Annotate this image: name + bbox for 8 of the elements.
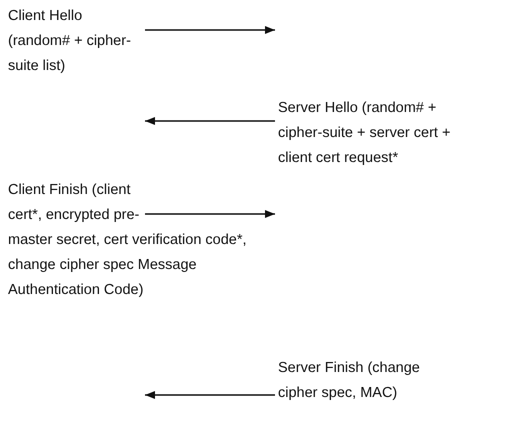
message-text: Server Hello (random# + cipher-suite + server cert + client cert request* — [278, 99, 452, 168]
message-text: Client Finish (client cert*, encrypted pre-master secret, cert verification code*, change cipher spec Message Authentication Code) — [8, 181, 248, 300]
arrow — [145, 210, 275, 218]
arrow — [145, 117, 275, 125]
message-text: Server Finish (change cipher spec, MAC) — [278, 359, 421, 403]
message-text: Client Hello (random# + cipher-suite list) — [8, 7, 132, 76]
arrow — [145, 26, 275, 34]
arrow — [145, 391, 275, 399]
